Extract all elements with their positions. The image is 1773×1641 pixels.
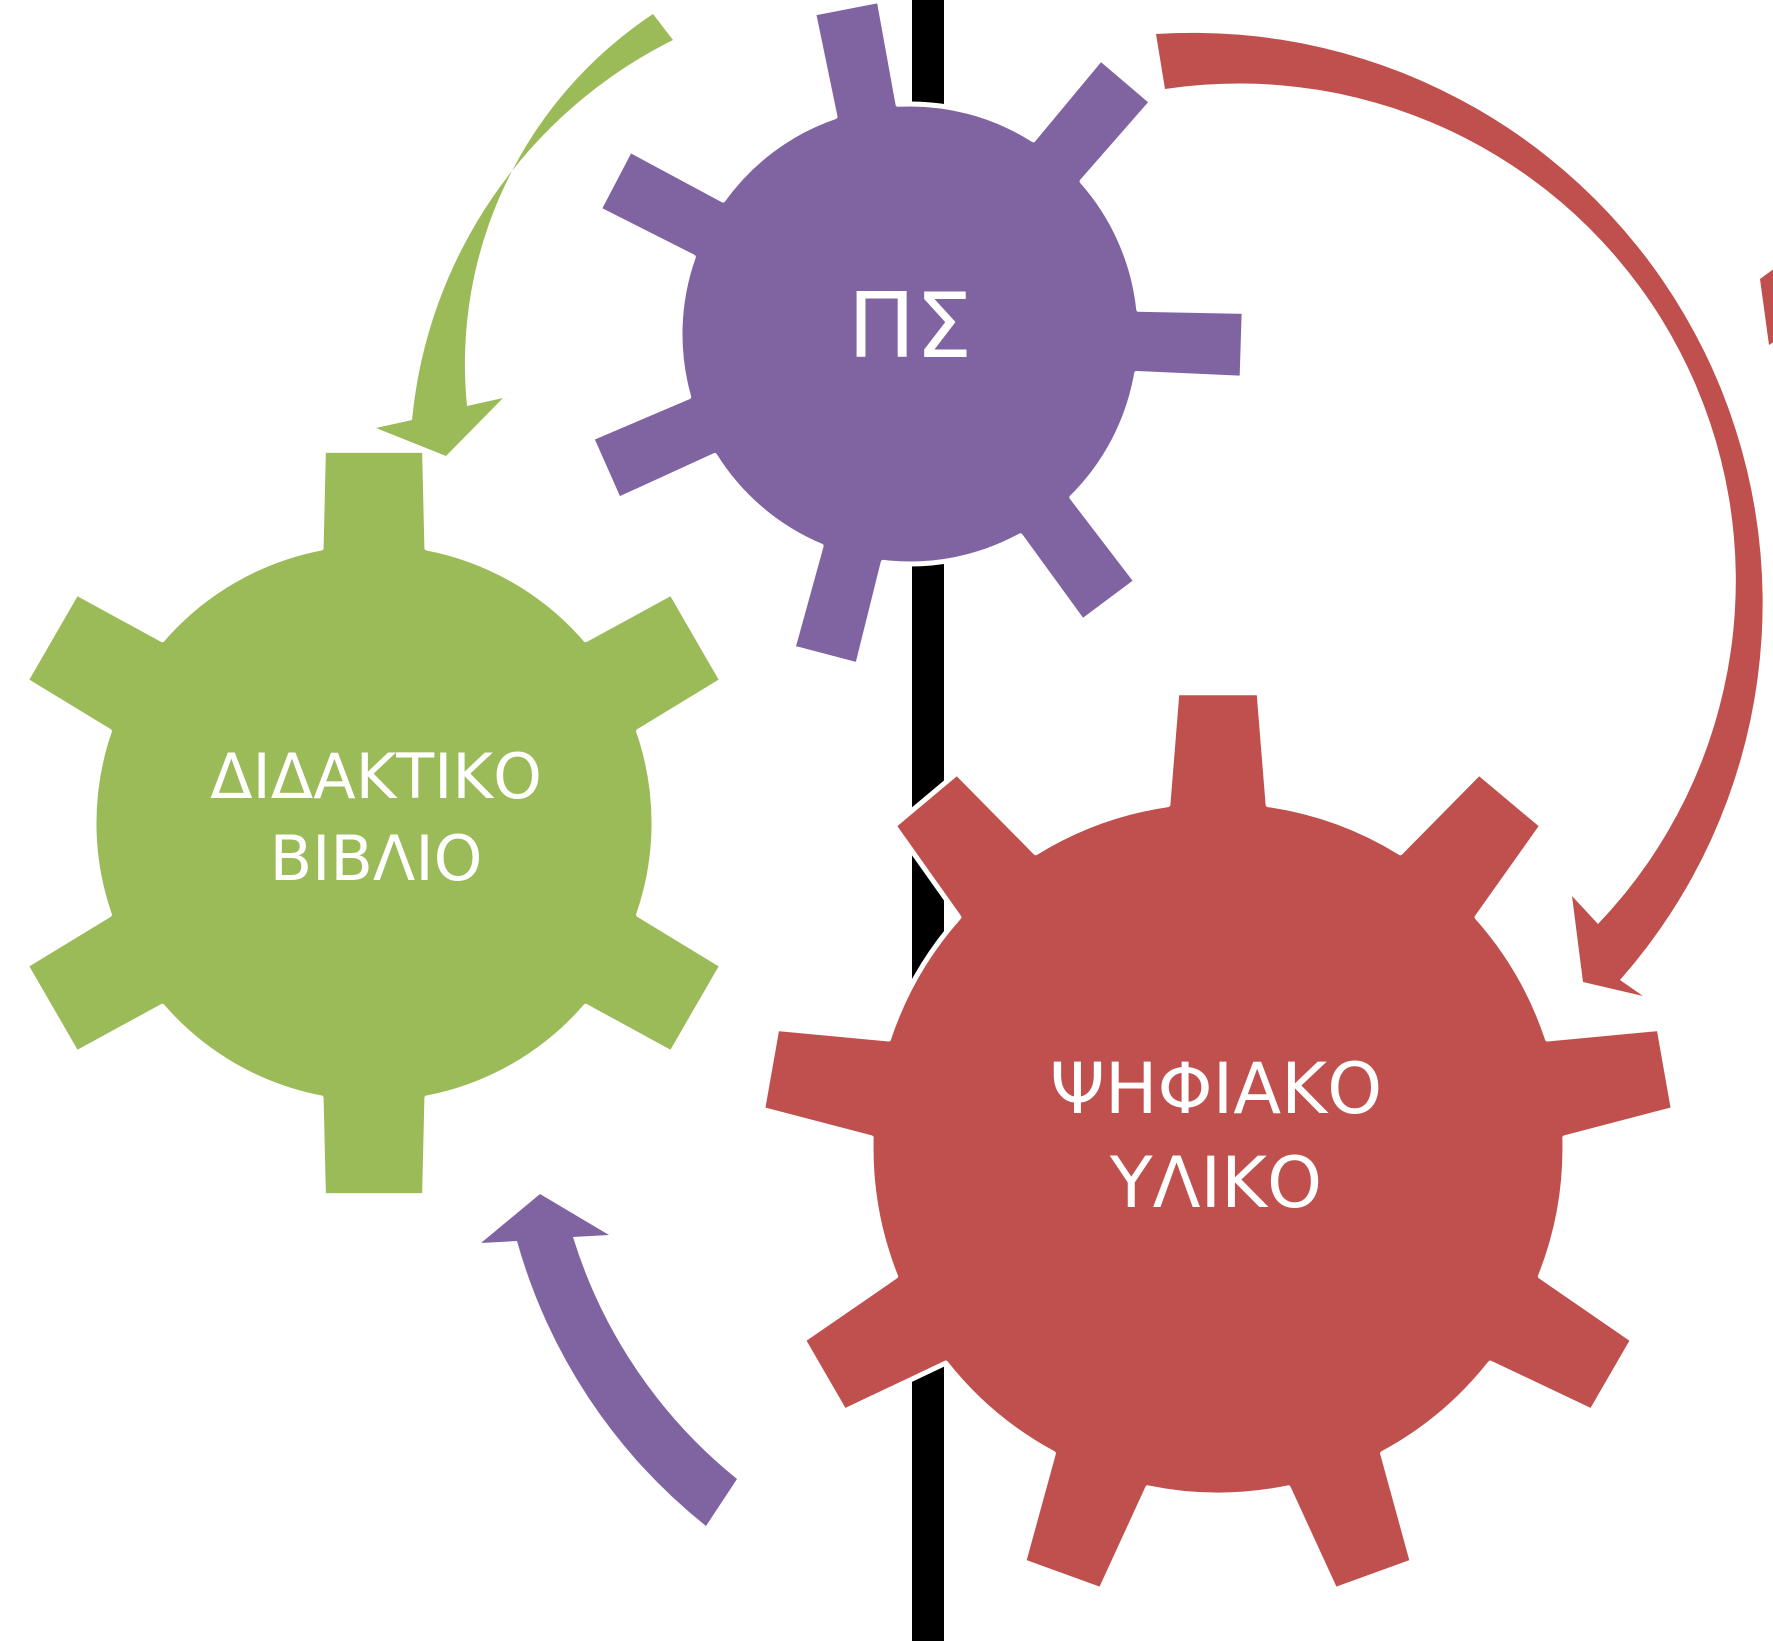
gear-left-label-line-1: ΔΙΔΑΚΤΙΚΟ xyxy=(210,740,542,813)
gear-right: ΨΗΦΙΑΚΟ ΥΛΙΚΟ xyxy=(760,690,1676,1593)
green-cycle-arrow xyxy=(376,14,673,456)
gear-top-body xyxy=(589,0,1247,668)
gear-left-label-line-2: ΒΙΒΛΙΟ xyxy=(270,822,483,895)
red-cycle-arrow xyxy=(1156,32,1773,997)
gear-right-label-line-2: ΥΛΙΚΟ xyxy=(1109,1142,1322,1224)
gear-left: ΔΙΔΑΚΤΙΚΟ ΒΙΒΛΙΟ xyxy=(23,447,725,1199)
gear-top: ΠΣ xyxy=(589,0,1247,668)
gear-right-body xyxy=(760,690,1676,1593)
gear-right-label-line-1: ΨΗΦΙΑΚΟ xyxy=(1050,1048,1382,1130)
purple-cycle-arrow xyxy=(481,1194,737,1526)
gear-left-body xyxy=(23,447,725,1199)
gear-top-label: ΠΣ xyxy=(848,274,973,379)
